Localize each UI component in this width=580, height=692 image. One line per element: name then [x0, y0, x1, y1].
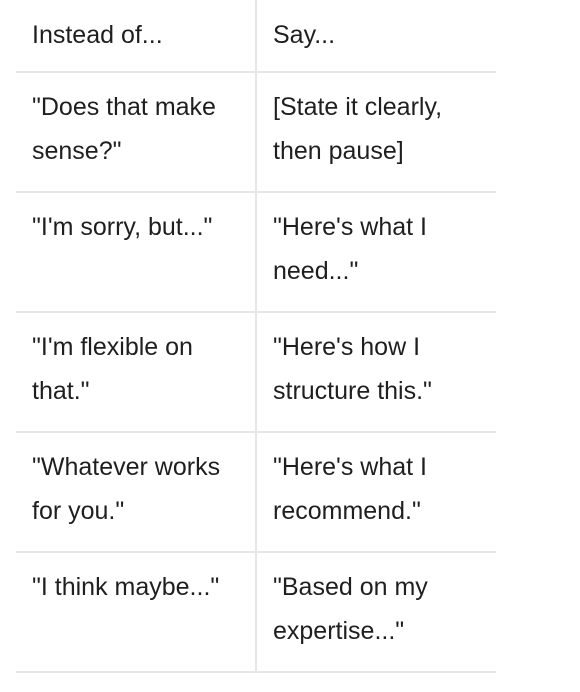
phrase-table-container: Instead of... Say... "Does that make sen…	[16, 0, 496, 673]
instead-of-cell: "Does that make sense?"	[32, 93, 216, 165]
instead-of-cell: "Whatever works for you."	[32, 453, 221, 525]
say-cell: "Here's how I structure this."	[255, 312, 496, 432]
instead-of-cell: "I'm flexible on that."	[32, 333, 193, 405]
table-row: "I'm flexible on that." "Here's how I st…	[16, 312, 496, 432]
say-cell: "Based on my expertise..."	[255, 552, 496, 672]
say-cell: "Here's what I need..."	[255, 192, 496, 312]
table-header-row: Instead of... Say...	[16, 0, 496, 72]
instead-of-cell: "I'm sorry, but..."	[32, 213, 213, 241]
phrase-table: Instead of... Say... "Does that make sen…	[16, 0, 496, 673]
column-header-say: Say...	[255, 0, 496, 72]
instead-of-cell: "I think maybe..."	[32, 573, 220, 601]
say-cell: [State it clearly, then pause]	[255, 72, 496, 192]
column-header-instead-of: Instead of...	[32, 21, 163, 49]
table-row: "I'm sorry, but..." "Here's what I need.…	[16, 192, 496, 312]
table-row: "Does that make sense?" [State it clearl…	[16, 72, 496, 192]
table-row: "Whatever works for you." "Here's what I…	[16, 432, 496, 552]
table-row: "I think maybe..." "Based on my expertis…	[16, 552, 496, 672]
say-cell: "Here's what I recommend."	[255, 432, 496, 552]
